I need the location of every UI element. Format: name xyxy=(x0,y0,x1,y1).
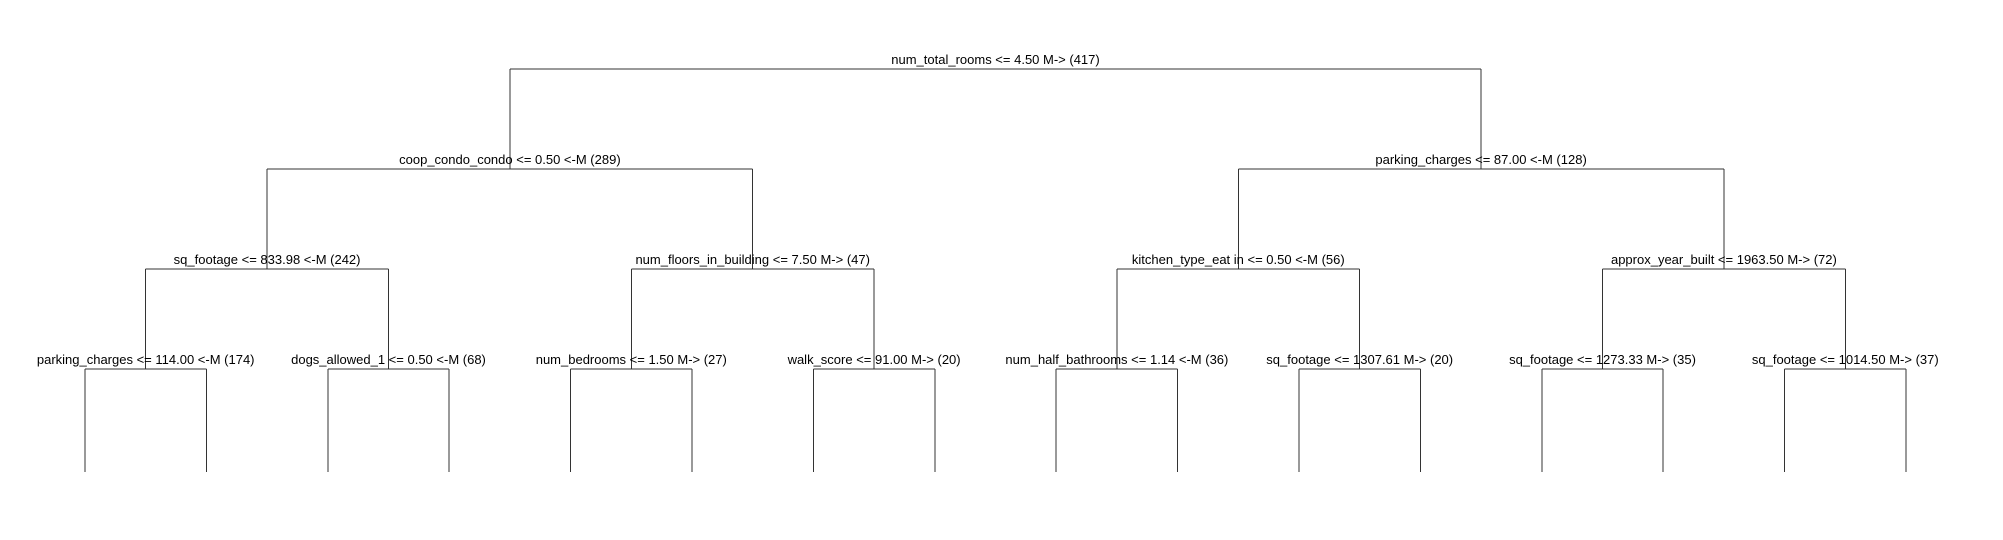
tree-edges xyxy=(84,68,1907,472)
tree-node-label: num_floors_in_building <= 7.50 M-> (47) xyxy=(635,252,870,267)
tree-node-label: num_bedrooms <= 1.50 M-> (27) xyxy=(536,352,727,367)
tree-node-labels: num_total_rooms <= 4.50 M-> (417) coop_co… xyxy=(37,52,1939,367)
tree-node-label: parking_charges <= 87.00 <-M (128) xyxy=(1375,152,1586,167)
tree-node-label: parking_charges <= 114.00 <-M (174) xyxy=(37,352,255,367)
tree-node-label: sq_footage <= 1014.50 M-> (37) xyxy=(1752,352,1939,367)
tree-node-label: dogs_allowed_1 <= 0.50 <-M (68) xyxy=(291,352,486,367)
tree-node-label: sq_footage <= 833.98 <-M (242) xyxy=(174,252,361,267)
tree-node-label: walk_score <= 91.00 M-> (20) xyxy=(787,352,961,367)
tree-node-label: approx_year_built <= 1963.50 M-> (72) xyxy=(1611,252,1837,267)
tree-node-label: num_half_bathrooms <= 1.14 <-M (36) xyxy=(1005,352,1228,367)
tree-node-label: kitchen_type_eat in <= 0.50 <-M (56) xyxy=(1132,252,1345,267)
tree-node-label: coop_condo_condo <= 0.50 <-M (289) xyxy=(399,152,621,167)
tree-node-label: num_total_rooms <= 4.50 M-> (417) xyxy=(891,52,1099,67)
tree-node-label: sq_footage <= 1273.33 M-> (35) xyxy=(1509,352,1696,367)
tree-node-label: sq_footage <= 1307.61 M-> (20) xyxy=(1266,352,1453,367)
